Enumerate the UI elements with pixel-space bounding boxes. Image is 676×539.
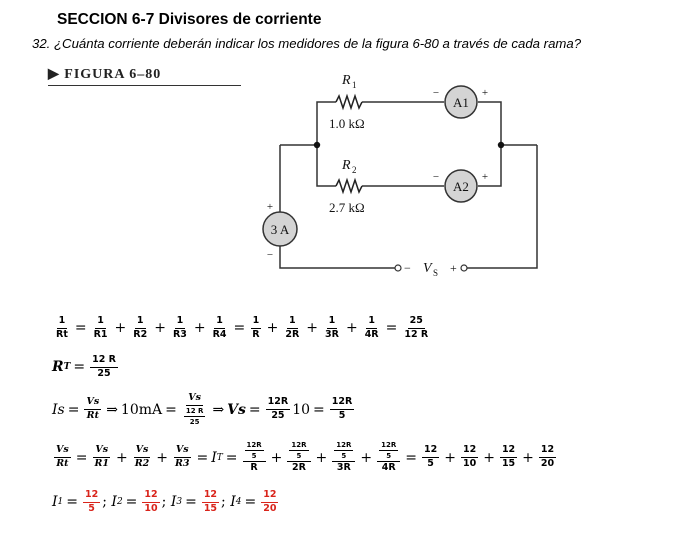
figure-label: ▶ FIGURA 6–80 — [48, 66, 161, 83]
a2-minus: − — [433, 171, 439, 183]
ammeter-a1-label: A1 — [453, 95, 469, 110]
ammeter-a2-label: A2 — [453, 179, 469, 194]
r2-sub: 2 — [352, 165, 357, 175]
question-text: 32. ¿Cuánta corriente deberán indicar lo… — [32, 36, 582, 51]
r1-value: 1.0 kΩ — [329, 116, 365, 131]
figure-rule — [48, 85, 241, 86]
junction-dot-right — [497, 141, 505, 149]
figure-label-text: FIGURA 6–80 — [64, 67, 162, 82]
separator-1: ; — [102, 494, 107, 511]
ten-value: 10 — [292, 401, 311, 418]
i3-sub: 3 — [176, 497, 183, 508]
i3-symbol: I — [170, 494, 177, 511]
i4-sub: 4 — [235, 497, 242, 508]
vs-sub: S — [433, 268, 438, 278]
section-title: SECCION 6-7 Divisores de corriente — [57, 11, 322, 28]
vs-plus: + — [450, 261, 457, 275]
current-source: 3 A + − — [262, 201, 298, 261]
ammeter-a1: A1 − + — [433, 85, 488, 119]
triangle-bullet-icon: ▶ — [48, 67, 60, 82]
vs-terminal-plus — [460, 264, 468, 272]
r2-name: R — [341, 158, 351, 173]
i1-sub: 1 — [57, 497, 64, 508]
a2-plus: + — [482, 171, 488, 183]
r2-value: 2.7 kΩ — [329, 200, 365, 215]
rt-sub: T — [63, 362, 71, 373]
resistor-r1-icon — [335, 93, 363, 111]
vs-name: V — [423, 261, 433, 276]
is-value: 10mA — [120, 401, 163, 418]
i1-symbol: I — [52, 494, 58, 511]
i2-sub: 2 — [116, 497, 123, 508]
rt-symbol: R — [52, 359, 64, 376]
vs-minus: − — [404, 261, 411, 275]
separator-2: ; — [161, 494, 167, 511]
r1-name: R — [341, 73, 351, 88]
it-symbol: I — [211, 449, 217, 466]
it-sub: T — [216, 452, 223, 463]
resistor-r2-icon — [335, 177, 363, 195]
separator-3: ; — [221, 494, 226, 511]
vs-symbol: Vs — [227, 401, 246, 418]
i2-symbol: I — [111, 494, 117, 511]
a1-minus: − — [433, 87, 439, 99]
source-minus: − — [267, 249, 273, 261]
circuit-diagram: A1 − + A2 − + 3 A + − R 1 1.0 kΩ R 2 2.7… — [262, 73, 538, 278]
is-symbol: Is — [52, 401, 65, 418]
vs-terminal-minus — [394, 264, 402, 272]
source-plus: + — [267, 201, 273, 213]
i4-symbol: I — [230, 494, 236, 511]
r1-sub: 1 — [352, 80, 357, 90]
a1-plus: + — [482, 87, 488, 99]
junction-dot-left — [313, 141, 321, 149]
ammeter-a2: A2 − + — [433, 169, 488, 203]
current-source-label: 3 A — [271, 222, 290, 237]
